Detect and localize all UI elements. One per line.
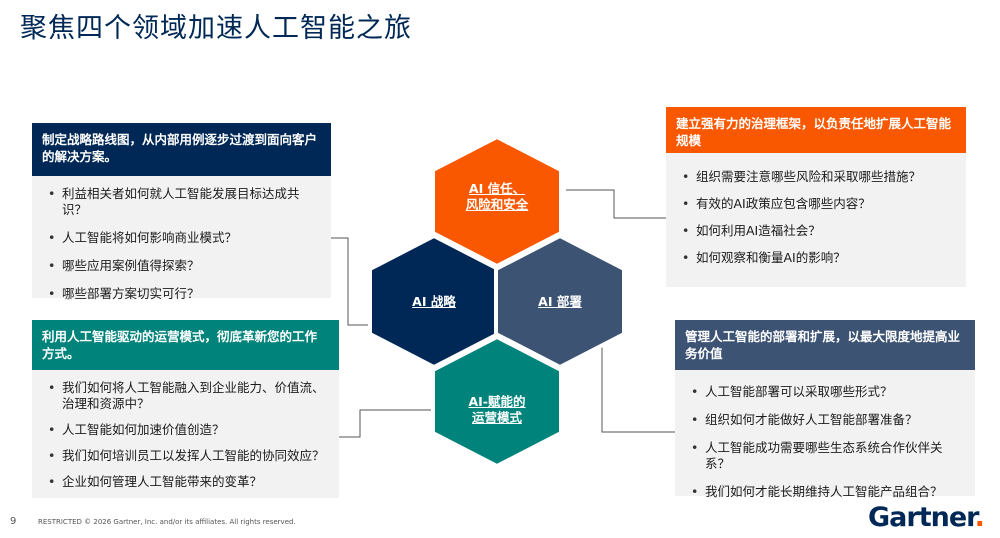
hex-operating-line1: AI-赋能的 (468, 394, 526, 409)
hex-trust-label[interactable]: AI 信任、 风险和安全 (447, 181, 547, 213)
hex-trust-line1: AI 信任、 (468, 181, 526, 196)
operating-model-question-list: 我们如何将人工智能融入到企业能力、价值流、治理和资源中？ 人工智能如何加速价值创… (32, 370, 339, 490)
list-item: 人工智能将如何影响商业模式？ (48, 230, 321, 246)
list-item: 组织需要注意哪些风险和采取哪些措施？ (682, 169, 956, 185)
operating-model-panel: 利用人工智能驱动的运营模式，彻底革新您的工作方式。 我们如何将人工智能融入到企业… (32, 320, 339, 498)
logo-dot: . (974, 502, 985, 533)
trust-panel-heading: 建立强有力的治理框架，以负责任地扩展人工智能规模 (666, 107, 966, 153)
list-item: 组织如何才能做好人工智能部署准备？ (691, 412, 965, 428)
strategy-panel: 制定战略路线图，从内部用例逐步过渡到面向客户的解决方案。 利益相关者如何就人工智… (32, 123, 331, 302)
hex-deployment-label[interactable]: AI 部署 (510, 294, 610, 310)
list-item: 哪些部署方案切实可行？ (48, 286, 321, 302)
hex-operating-label[interactable]: AI-赋能的 运营模式 (447, 394, 547, 426)
list-item: 人工智能成功需要哪些生态系统合作伙伴关系？ (691, 440, 965, 472)
logo-text: Gartner (868, 502, 976, 533)
list-item: 我们如何才能长期维持人工智能产品组合？ (691, 484, 965, 500)
list-item: 如何利用AI造福社会？ (682, 223, 956, 239)
list-item: 如何观察和衡量AI的影响？ (682, 250, 956, 266)
operating-model-panel-heading: 利用人工智能驱动的运营模式，彻底革新您的工作方式。 (32, 320, 339, 370)
deployment-panel-heading: 管理人工智能的部署和扩展，以最大限度地提高业务价值 (675, 320, 975, 370)
gartner-logo: Gartner. (868, 502, 985, 533)
deployment-panel: 管理人工智能的部署和扩展，以最大限度地提高业务价值 人工智能部署可以采取哪些形式… (675, 320, 975, 500)
list-item: 人工智能如何加速价值创造？ (48, 422, 329, 438)
list-item: 有效的AI政策应包含哪些内容？ (682, 196, 956, 212)
strategy-question-list: 利益相关者如何就人工智能发展目标达成共识？ 人工智能将如何影响商业模式？ 哪些应… (32, 176, 331, 302)
copyright-notice: RESTRICTED © 2026 Gartner, Inc. and/or i… (38, 518, 296, 526)
hex-operating-line2: 运营模式 (471, 410, 522, 425)
list-item: 人工智能部署可以采取哪些形式？ (691, 384, 965, 400)
hex-strategy-label[interactable]: AI 战略 (384, 294, 484, 310)
list-item: 我们如何将人工智能融入到企业能力、价值流、治理和资源中？ (48, 380, 329, 412)
hex-deployment (494, 233, 626, 370)
hex-operating (431, 334, 563, 469)
list-item: 哪些应用案例值得探索？ (48, 258, 321, 274)
hex-strategy-line1: AI 战略 (412, 294, 456, 309)
hex-trust-line2: 风险和安全 (465, 197, 529, 212)
hex-trust (431, 134, 563, 269)
strategy-panel-heading: 制定战略路线图，从内部用例逐步过渡到面向客户的解决方案。 (32, 123, 331, 176)
list-item: 利益相关者如何就人工智能发展目标达成共识？ (48, 186, 321, 218)
page-title: 聚焦四个领域加速人工智能之旅 (20, 13, 412, 44)
list-item: 我们如何培训员工以发挥人工智能的协同效应？ (48, 448, 329, 464)
hex-deployment-line1: AI 部署 (538, 294, 582, 309)
trust-question-list: 组织需要注意哪些风险和采取哪些措施？ 有效的AI政策应包含哪些内容？ 如何利用A… (666, 153, 966, 266)
list-item: 企业如何管理人工智能带来的变革？ (48, 474, 329, 490)
trust-panel: 建立强有力的治理框架，以负责任地扩展人工智能规模 组织需要注意哪些风险和采取哪些… (666, 107, 966, 287)
page-number: 9 (10, 516, 17, 527)
deployment-question-list: 人工智能部署可以采取哪些形式？ 组织如何才能做好人工智能部署准备？ 人工智能成功… (675, 370, 975, 500)
